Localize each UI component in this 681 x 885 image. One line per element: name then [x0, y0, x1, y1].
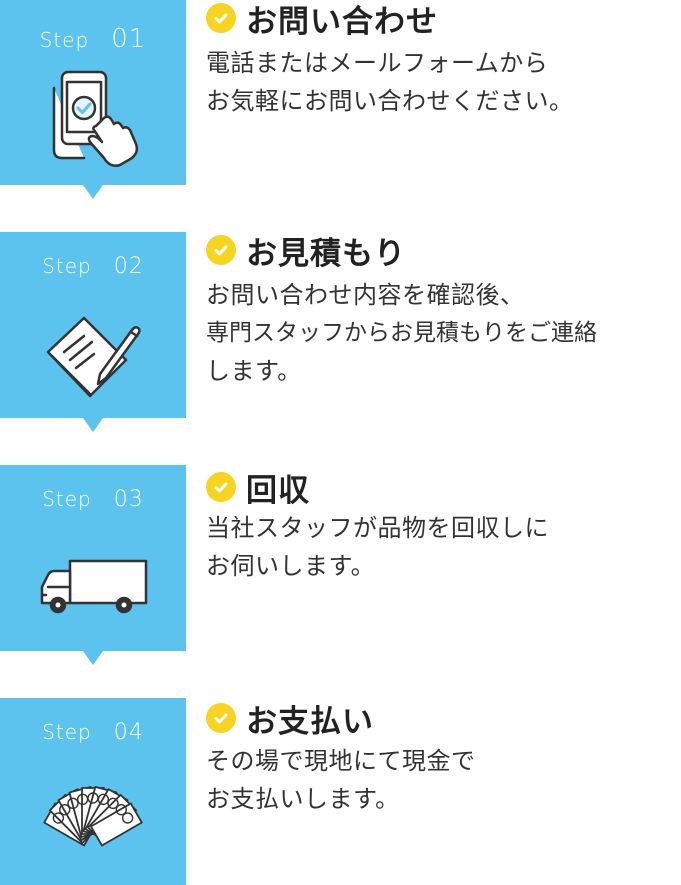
- step-1-title: お問い合わせ: [206, 0, 681, 40]
- cash-fan-icon: [34, 782, 152, 856]
- check-icon: [206, 3, 236, 33]
- description-line: 専門スタッフからお見積もりをご連絡: [206, 320, 597, 346]
- step-word: Step: [42, 720, 92, 744]
- step-4-description: その場で現地にて現金で お支払いします。: [206, 742, 681, 818]
- step-title-text: お支払い: [246, 703, 374, 740]
- step-1-label: Step 01: [0, 24, 186, 54]
- step-2-arrow: [83, 418, 103, 432]
- step-1-box: Step 01: [0, 0, 186, 185]
- step-word: Step: [42, 254, 92, 278]
- step-number: 03: [113, 487, 144, 512]
- description-line: お問い合わせ内容を確認後、: [206, 281, 525, 309]
- step-3-description: 当社スタッフが品物を回収しに お伺いします。: [206, 509, 681, 585]
- check-icon: [206, 472, 236, 502]
- step-2-title: お見積もり: [206, 230, 681, 272]
- step-4-title: お支払い: [206, 698, 681, 740]
- step-4-label: Step 04: [0, 720, 186, 745]
- step-number: 04: [113, 720, 144, 745]
- step-number: 02: [113, 254, 144, 279]
- step-3-content: 回収 当社スタッフが品物を回収しに お伺いします。: [206, 467, 681, 585]
- step-2-label: Step 02: [0, 254, 186, 279]
- step-4-content: お支払い その場で現地にて現金で お支払いします。: [206, 698, 681, 818]
- step-number: 01: [111, 24, 147, 54]
- check-icon: [206, 703, 236, 733]
- step-title-text: 回収: [246, 472, 310, 509]
- step-word: Step: [42, 487, 92, 511]
- step-word: Step: [39, 28, 90, 52]
- step-2-content: お見積もり お問い合わせ内容を確認後、 専門スタッフからお見積もりをご連絡 しま…: [206, 230, 681, 390]
- description-line: お気軽にお問い合わせください。: [206, 87, 574, 115]
- step-4-box: Step 04: [0, 698, 186, 885]
- step-3-title: 回収: [206, 467, 681, 509]
- step-3-arrow: [83, 651, 103, 665]
- step-1-arrow: [83, 185, 103, 199]
- description-line: します。: [206, 357, 302, 385]
- step-title-text: お問い合わせ: [246, 3, 438, 40]
- check-icon: [206, 235, 236, 265]
- step-2-description: お問い合わせ内容を確認後、 専門スタッフからお見積もりをご連絡 します。: [206, 276, 681, 390]
- description-line: お支払いします。: [206, 785, 400, 813]
- description-line: お伺いします。: [206, 552, 376, 580]
- step-1-description: 電話またはメールフォームから お気軽にお問い合わせください。: [206, 44, 681, 120]
- truck-icon: [38, 557, 150, 621]
- description-line: 電話またはメールフォームから: [206, 49, 549, 77]
- smartphone-tap-icon: [44, 70, 144, 174]
- step-2-box: Step 02: [0, 232, 186, 418]
- document-pen-icon: [44, 314, 144, 408]
- step-title-text: お見積もり: [246, 235, 406, 272]
- description-line: その場で現地にて現金で: [206, 747, 476, 775]
- step-1-content: お問い合わせ 電話またはメールフォームから お気軽にお問い合わせください。: [206, 0, 681, 120]
- step-3-label: Step 03: [0, 487, 186, 512]
- description-line: 当社スタッフが品物を回収しに: [206, 514, 549, 542]
- step-3-box: Step 03: [0, 465, 186, 651]
